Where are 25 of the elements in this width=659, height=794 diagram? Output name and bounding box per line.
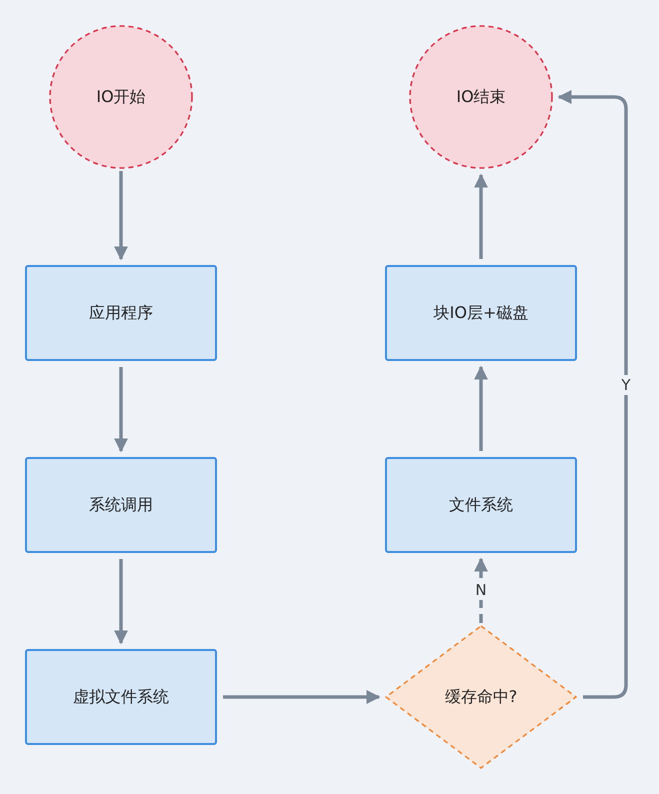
process-box [25, 265, 217, 361]
terminal-circle [49, 25, 193, 169]
node-label: 缓存命中? [444, 686, 518, 708]
process-box [25, 457, 217, 553]
terminal-circle [409, 25, 553, 169]
node-label: 文件系统 [449, 494, 513, 516]
arrow [114, 171, 128, 260]
node-label: 虚拟文件系统 [73, 686, 169, 708]
arrow [223, 690, 380, 704]
node-label: IO开始 [96, 86, 146, 108]
arrow [474, 558, 488, 623]
process-box [385, 265, 577, 361]
node-label: IO结束 [456, 86, 506, 108]
decision-diamond [385, 625, 577, 769]
arrow [474, 174, 488, 259]
process-box [385, 457, 577, 553]
arrow [474, 366, 488, 451]
node-label: 应用程序 [89, 302, 153, 324]
arrow [114, 367, 128, 452]
edge-label: Y [619, 375, 633, 395]
process-box [25, 649, 217, 745]
arrow [114, 559, 128, 644]
node-label: 块IO层+磁盘 [434, 302, 528, 324]
node-label: 系统调用 [89, 494, 153, 516]
arrow [558, 90, 628, 699]
